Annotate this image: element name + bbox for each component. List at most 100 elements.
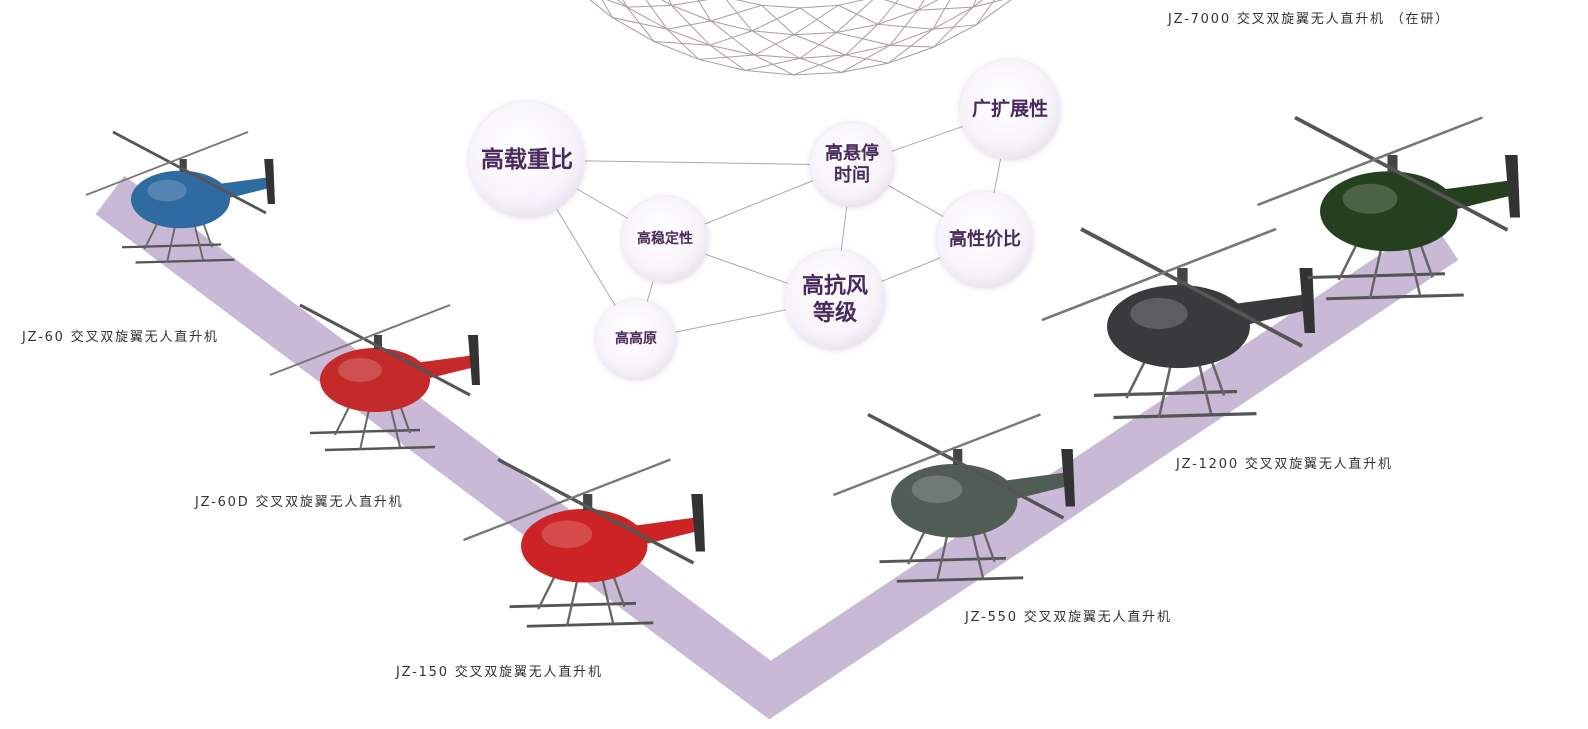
rotor-blade xyxy=(85,131,249,196)
dome-line xyxy=(710,4,762,22)
skid-strut xyxy=(143,221,213,263)
feature-bubble-payload: 高载重比 xyxy=(469,102,585,218)
fuselage-highlight xyxy=(541,520,593,549)
helicopter-2 xyxy=(463,457,705,628)
skid-strut xyxy=(1337,241,1434,300)
dome-line xyxy=(799,57,842,73)
rotor-mast xyxy=(1177,268,1188,287)
rotor-mast xyxy=(583,494,593,511)
feature-bubble-wind: 高抗风等级 xyxy=(785,250,885,350)
tail-fin xyxy=(468,335,480,385)
dome-line xyxy=(845,54,889,64)
skid-strut xyxy=(1125,358,1226,418)
feature-text: 高性价比 xyxy=(949,228,1021,250)
dome-line xyxy=(627,4,672,8)
fuselage xyxy=(521,508,648,583)
model-label-jz60d: JZ-60D 交叉双旋翼无人直升机 xyxy=(195,495,404,510)
lineup-band xyxy=(95,175,1459,720)
fuselage xyxy=(1320,171,1458,252)
dome-line xyxy=(793,4,839,36)
feature-text: 高抗风 xyxy=(801,273,868,299)
dome-line xyxy=(754,54,794,76)
dome-line xyxy=(645,0,668,30)
dome-line xyxy=(751,30,801,59)
rotor-mast xyxy=(374,335,382,349)
rotor-blade xyxy=(1080,227,1303,348)
rotor-mast xyxy=(1387,155,1398,173)
dome-line xyxy=(932,24,977,30)
dome-line xyxy=(799,7,837,33)
dome-line xyxy=(972,0,977,8)
dome-line xyxy=(697,0,712,22)
dome-line xyxy=(890,44,934,48)
fuselage-highlight xyxy=(147,179,187,202)
rotor-blade xyxy=(1294,115,1509,232)
dome-line xyxy=(666,28,700,60)
skid-strut xyxy=(334,404,411,451)
fuselage xyxy=(320,348,430,412)
helicopter-5 xyxy=(1257,115,1520,301)
dome-line xyxy=(626,6,655,42)
feature-text: 高稳定性 xyxy=(637,231,693,248)
helicopter-4 xyxy=(1041,227,1315,420)
feature-text: 高高原 xyxy=(615,331,657,348)
dome-line xyxy=(709,44,746,71)
rotor-blade xyxy=(833,413,1041,497)
tail-fin xyxy=(264,159,275,204)
dome-line xyxy=(836,32,891,46)
dome-line xyxy=(889,9,919,46)
dome-line xyxy=(838,4,879,25)
rotor-blade xyxy=(1257,116,1483,207)
feature-bubble-extend: 广扩展性 xyxy=(960,60,1060,160)
rotor-blade xyxy=(1041,227,1277,322)
dome-line xyxy=(877,0,899,25)
dome-line xyxy=(735,0,865,9)
rotor-mast xyxy=(179,159,187,172)
skid-strut xyxy=(537,573,626,627)
model-label-jz1200: JZ-1200 交叉双旋翼无人直升机 xyxy=(1176,457,1393,472)
rotor-blade xyxy=(867,412,1065,520)
feature-bubble-cost: 高性价比 xyxy=(937,192,1033,288)
fuselage xyxy=(891,463,1018,538)
skid-strut xyxy=(907,528,996,582)
dome-line xyxy=(793,34,846,56)
feature-links xyxy=(526,109,1011,341)
dome-line xyxy=(666,20,711,30)
tail-fin xyxy=(1299,268,1315,333)
model-label-jz7000: JZ-7000 交叉双旋翼无人直升机 （在研） xyxy=(1168,12,1450,27)
feature-bubble-hover: 高悬停时间 xyxy=(810,123,894,207)
dome-line xyxy=(972,0,1004,8)
fuselage-highlight xyxy=(911,475,963,504)
feature-text: 时间 xyxy=(834,165,870,186)
dome-line xyxy=(836,0,874,33)
dome-line xyxy=(917,0,925,11)
dome-line xyxy=(601,0,613,18)
dome-line xyxy=(671,0,709,6)
feature-text: 高载重比 xyxy=(481,146,573,173)
fuselage-highlight xyxy=(1342,183,1398,214)
dome-line xyxy=(799,32,837,59)
feature-text: 高悬停 xyxy=(825,142,879,164)
dome-line xyxy=(671,4,711,46)
dome-line xyxy=(754,34,795,56)
fuselage-highlight xyxy=(338,358,382,382)
dome-line xyxy=(883,0,918,11)
rotor-blade xyxy=(299,303,471,397)
fuselage xyxy=(131,170,230,229)
rotor-blade xyxy=(463,458,671,542)
feature-text: 等级 xyxy=(812,301,857,326)
rotor-mast xyxy=(953,449,963,466)
model-label-jz550: JZ-550 交叉双旋翼无人直升机 xyxy=(965,610,1172,625)
feature-bubble-stability: 高稳定性 xyxy=(622,197,708,283)
dome-line xyxy=(751,7,801,32)
geodesic-dome xyxy=(589,0,1012,76)
fuselage-highlight xyxy=(1130,297,1188,330)
tail-fin xyxy=(1505,155,1520,218)
dome-line xyxy=(932,0,951,30)
helicopter-0 xyxy=(85,130,275,264)
helicopter-1 xyxy=(269,303,480,452)
rotor-blade xyxy=(497,457,695,565)
helicopter-3 xyxy=(833,412,1075,583)
